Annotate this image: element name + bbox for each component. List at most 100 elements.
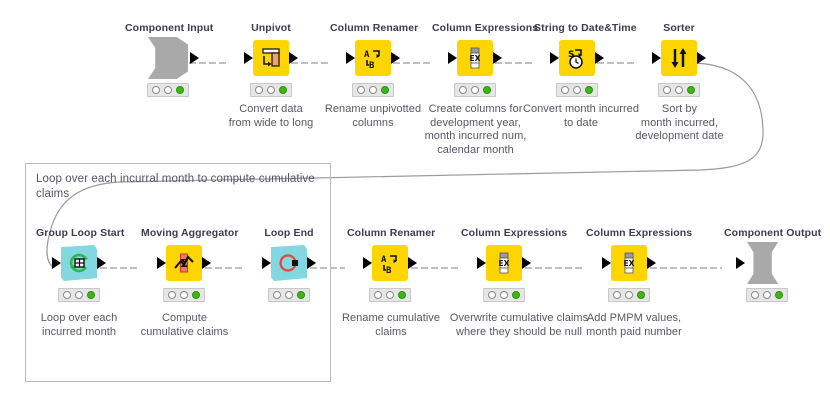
string-to-datetime-icon: S — [568, 49, 583, 69]
node-body[interactable] — [246, 243, 332, 283]
node-icon-box — [253, 40, 289, 76]
node-body[interactable]: S — [534, 38, 620, 78]
node-body[interactable] — [125, 37, 211, 79]
node-icon-box: Σ — [166, 245, 202, 281]
node-icon-box — [61, 245, 97, 281]
output-port[interactable] — [493, 52, 502, 64]
node-component-input[interactable]: Component Input — [125, 22, 213, 97]
status-dot-executed — [176, 86, 184, 94]
node-title: String to Date&Time — [534, 22, 637, 34]
sorter-icon — [671, 48, 687, 68]
status-dot-executed — [585, 86, 593, 94]
node-column-renamer-1[interactable]: Column Renamer A B — [330, 22, 418, 97]
node-body[interactable]: A B — [330, 38, 416, 78]
node-title: Unpivot — [251, 22, 291, 34]
status-dot-idle — [168, 291, 176, 299]
status-dot-queued — [573, 86, 581, 94]
node-group-loop-start[interactable]: Group Loop Start — [36, 227, 124, 302]
node-body[interactable] — [36, 243, 122, 283]
svg-text:EX: EX — [499, 259, 510, 268]
output-port[interactable] — [97, 257, 106, 269]
status-dot-idle — [613, 291, 621, 299]
node-body[interactable]: EX — [461, 243, 547, 283]
svg-text:EX: EX — [470, 54, 481, 63]
input-port[interactable] — [477, 257, 486, 269]
input-port[interactable] — [736, 257, 745, 269]
group-loop-start-icon — [69, 253, 88, 273]
node-column-expressions-3[interactable]: Column Expressions EX — [586, 227, 693, 302]
node-body[interactable] — [228, 38, 314, 78]
node-title: Loop End — [264, 227, 314, 239]
node-body[interactable] — [636, 38, 722, 78]
loop-annotation-box[interactable]: Loop over each incurral month to compute… — [25, 163, 331, 382]
status-dot-idle — [459, 86, 467, 94]
node-body[interactable]: EX — [432, 38, 518, 78]
node-body[interactable]: A B — [347, 243, 433, 283]
node-body[interactable]: EX — [586, 243, 672, 283]
input-port[interactable] — [157, 257, 166, 269]
node-sorter[interactable]: Sorter — [636, 22, 722, 97]
svg-text:A: A — [381, 255, 387, 265]
output-port[interactable] — [522, 257, 531, 269]
output-port[interactable] — [697, 52, 706, 64]
status-indicator — [454, 83, 496, 97]
node-icon-box: A B — [355, 40, 391, 76]
node-column-renamer-2[interactable]: Column Renamer A B — [347, 227, 435, 302]
status-dot-executed — [687, 86, 695, 94]
output-port[interactable] — [202, 257, 211, 269]
column-expressions-icon: EX — [624, 252, 635, 274]
status-dot-queued — [386, 291, 394, 299]
node-string-to-datetime[interactable]: String to Date&Time S — [534, 22, 637, 97]
status-dot-queued — [75, 291, 83, 299]
node-body[interactable]: Σ — [141, 243, 227, 283]
status-indicator — [746, 288, 788, 302]
output-port[interactable] — [408, 257, 417, 269]
status-dot-executed — [483, 86, 491, 94]
node-icon-box: EX — [457, 40, 493, 76]
status-dot-executed — [512, 291, 520, 299]
node-body[interactable] — [724, 242, 810, 284]
status-dot-idle — [751, 291, 759, 299]
status-indicator — [147, 83, 189, 97]
node-unpivot[interactable]: Unpivot — [228, 22, 314, 97]
column-expressions-icon: EX — [499, 252, 510, 274]
input-port[interactable] — [262, 257, 271, 269]
output-port[interactable] — [190, 52, 199, 64]
status-indicator — [352, 83, 394, 97]
svg-text:B: B — [386, 266, 392, 276]
input-port[interactable] — [52, 257, 61, 269]
input-port[interactable] — [346, 52, 355, 64]
node-column-expressions-2[interactable]: Column Expressions EX — [461, 227, 567, 302]
input-port[interactable] — [244, 52, 253, 64]
output-port[interactable] — [289, 52, 298, 64]
output-port[interactable] — [391, 52, 400, 64]
status-indicator — [369, 288, 411, 302]
output-port[interactable] — [307, 257, 316, 269]
status-dot-executed — [637, 291, 645, 299]
status-dot-idle — [273, 291, 281, 299]
status-dot-executed — [297, 291, 305, 299]
input-port[interactable] — [550, 52, 559, 64]
status-dot-idle — [488, 291, 496, 299]
status-dot-queued — [285, 291, 293, 299]
node-loop-end[interactable]: Loop End — [246, 227, 332, 302]
node-title: Component Output — [724, 227, 822, 239]
status-dot-executed — [381, 86, 389, 94]
input-port[interactable] — [448, 52, 457, 64]
moving-aggregator-icon: Σ — [174, 253, 194, 273]
node-title: Column Expressions — [586, 227, 693, 239]
node-column-expressions-1[interactable]: Column Expressions EX — [432, 22, 538, 97]
node-component-output[interactable]: Component Output — [724, 227, 822, 302]
node-moving-aggregator[interactable]: Moving Aggregator Σ — [141, 227, 238, 302]
input-port[interactable] — [602, 257, 611, 269]
input-port[interactable] — [363, 257, 372, 269]
output-port[interactable] — [595, 52, 604, 64]
node-icon-box: S — [559, 40, 595, 76]
status-indicator — [608, 288, 650, 302]
input-port[interactable] — [652, 52, 661, 64]
output-port[interactable] — [647, 257, 656, 269]
